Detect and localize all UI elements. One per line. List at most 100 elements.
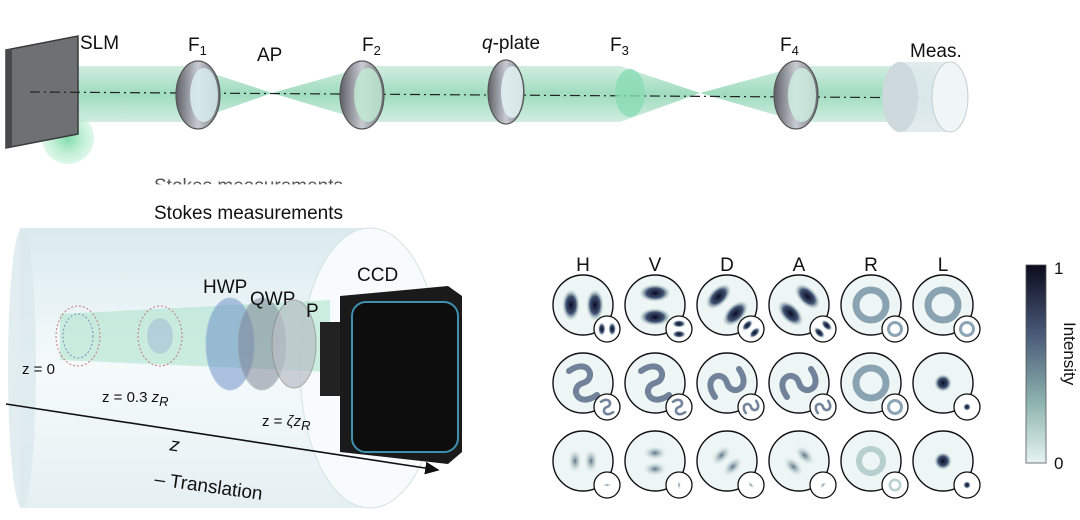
slm-device — [5, 35, 79, 149]
lens-f1 — [175, 60, 221, 130]
intensity-cell-r1-c5 — [840, 274, 909, 343]
pattern-z0 — [55, 305, 101, 367]
intensity-cell-r3-c4 — [768, 430, 837, 499]
label-zeta-prefix: z = — [262, 413, 287, 430]
label-zeta-sub: R — [301, 418, 311, 433]
axis-variable: z — [168, 434, 181, 457]
intensity-cell-r1-c3 — [696, 274, 765, 343]
pattern-z03-inner — [147, 318, 173, 354]
intensity-cell-r2-c2 — [624, 352, 693, 421]
pattern-two-lobe — [741, 319, 761, 339]
ghost-header: Stokes measurements — [154, 176, 343, 197]
pattern-z0-inner — [62, 313, 94, 359]
slm-device-edge — [6, 48, 12, 148]
label-f4-sub: 4 — [791, 43, 799, 58]
intensity-cell-r2-c6 — [912, 352, 981, 421]
label-z0: z = 0 — [22, 361, 55, 378]
pattern-dot — [963, 403, 971, 411]
label-q-plate-rest: -plate — [492, 33, 541, 54]
label-f4-base: F — [780, 35, 792, 56]
column-header-d: D — [720, 255, 734, 276]
label-f4: F4 — [780, 36, 799, 57]
pattern-dot — [934, 452, 952, 470]
colorbar-min: 0 — [1054, 454, 1064, 473]
label-zeta-symbol: ζ — [286, 413, 294, 430]
intensity-cell-r1-c4 — [768, 274, 837, 343]
column-header-r: R — [864, 255, 878, 276]
pattern-two-lobe — [562, 289, 604, 321]
label-meas: Meas. — [910, 41, 962, 62]
pattern-faint-two-lobe — [711, 445, 743, 477]
label-f1: F1 — [188, 36, 207, 57]
pattern-faint-ring — [856, 446, 886, 476]
q-plate — [487, 59, 525, 125]
pattern-s-shape — [814, 399, 832, 415]
label-f3: F3 — [610, 36, 629, 57]
optical-setup — [5, 35, 969, 164]
pattern-faint-bar — [819, 481, 827, 489]
pattern-ring — [852, 364, 890, 402]
label-f1-sub: 1 — [199, 43, 207, 58]
label-p: P — [306, 301, 319, 322]
stokes-tube — [5, 227, 462, 509]
label-z03-prefix: z = 0.3 — [102, 389, 152, 406]
label-zeta-var: z — [293, 413, 302, 430]
label-qwp: QWP — [250, 289, 296, 310]
pattern-two-lobe — [597, 322, 617, 336]
label-f1-base: F — [188, 35, 200, 56]
pattern-two-lobe — [672, 319, 686, 339]
intensity-cell-r2-c3 — [696, 352, 765, 421]
intensity-cell-r3-c2 — [624, 430, 693, 499]
pattern-ring — [958, 320, 976, 338]
pattern-ring — [852, 286, 890, 324]
pattern-s-shape — [742, 399, 760, 415]
intensity-cell-r2-c5 — [840, 352, 909, 421]
label-z03: z = 0.3 zR — [102, 390, 169, 408]
pattern-s-shape — [671, 398, 687, 416]
label-ccd: CCD — [357, 265, 399, 286]
translation-axis — [5, 403, 440, 475]
pattern-s-shape — [566, 363, 600, 403]
pattern-s-shape — [779, 366, 819, 400]
intensity-cell-r1-c1 — [552, 274, 621, 343]
intensity-cell-r2-c4 — [768, 352, 837, 421]
label-q-plate: q-plate — [482, 34, 540, 53]
intensity-cell-r3-c1 — [552, 430, 621, 499]
label-f2-base: F — [362, 35, 374, 56]
label-slm: SLM — [80, 33, 120, 54]
label-f3-base: F — [610, 35, 622, 56]
pattern-faint-bar — [602, 483, 612, 487]
label-hwp: HWP — [203, 277, 248, 298]
pattern-faint-bar — [677, 480, 681, 490]
pattern-faint-ring — [888, 478, 902, 492]
colorbar-title: Intensity — [1060, 322, 1079, 386]
f3-focus-spot — [615, 69, 645, 117]
ccd-camera — [320, 286, 462, 464]
pattern-faint-two-lobe — [568, 449, 598, 473]
column-header-a: A — [792, 255, 806, 276]
pattern-two-lobe — [639, 284, 671, 326]
label-zeta-z: z = ζzR — [262, 414, 310, 432]
colorbar-max: 1 — [1054, 259, 1064, 278]
intensity-cell-r3-c5 — [840, 430, 909, 499]
column-header-l: L — [937, 255, 949, 276]
intensity-cell-r1-c2 — [624, 274, 693, 343]
pattern-ring — [924, 286, 962, 324]
label-q-plate-q: q — [482, 33, 493, 54]
label-z03-var: z — [151, 389, 160, 406]
pattern-faint-two-lobe — [783, 445, 815, 477]
pattern-faint-bar — [747, 481, 755, 489]
stokes-title: Stokes measurements — [154, 203, 344, 224]
pattern-ring — [886, 398, 904, 416]
label-f2-sub: 2 — [373, 43, 381, 58]
lens-f2 — [339, 60, 385, 130]
pattern-s-shape — [638, 363, 672, 403]
label-f2: F2 — [362, 36, 381, 57]
measurement-cylinder — [882, 61, 969, 133]
intensity-cell-r2-c1 — [552, 352, 621, 421]
intensity-cell-r3-c3 — [696, 430, 765, 499]
pattern-two-lobe — [813, 319, 833, 339]
pattern-faint-two-lobe — [643, 446, 667, 476]
pattern-two-lobe — [777, 283, 821, 327]
